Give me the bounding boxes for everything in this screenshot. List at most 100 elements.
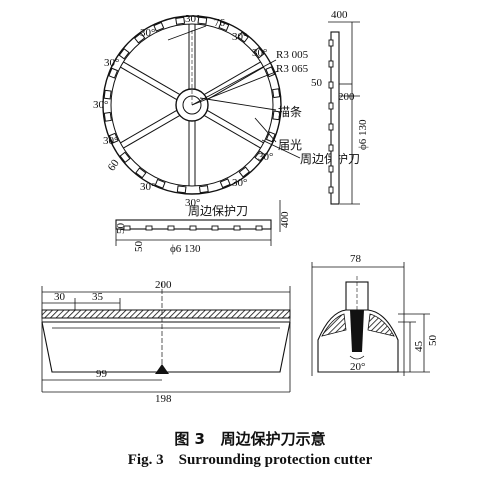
angle-label: 30°	[258, 151, 273, 163]
rim-cutter	[265, 66, 276, 78]
rim-cutter	[197, 16, 208, 25]
spoke-line	[204, 115, 261, 149]
flat-cutter-mark	[233, 225, 241, 231]
leader-miaotiao	[199, 97, 277, 111]
elev-dim-30: 30	[54, 291, 66, 303]
dim-60: 60	[106, 157, 122, 173]
rim-cutter	[265, 131, 276, 143]
strip-marks	[328, 39, 334, 194]
rim-cutter	[218, 21, 230, 32]
rim-cutter	[135, 167, 147, 179]
flat-marks	[123, 225, 263, 231]
flat-dim-50: 50	[115, 223, 127, 235]
dim-r3065: R3 065	[276, 63, 309, 75]
rim-cutter	[118, 48, 130, 60]
rim-cutter	[272, 110, 281, 121]
spoke-line	[123, 61, 180, 95]
flat-cutter-mark	[145, 225, 153, 231]
flat-cutter-mark	[211, 225, 219, 231]
outer-rim	[102, 15, 282, 195]
sec-core	[350, 310, 364, 352]
label-cutter: 周边保护刀	[300, 152, 360, 166]
angle-label: 30°	[232, 31, 247, 43]
angle-label: 30°	[232, 177, 247, 189]
caption-en-title: Surrounding protection cutter	[178, 452, 373, 468]
elev-anchor-triangle	[155, 364, 169, 374]
flat-cutter-mark	[123, 225, 131, 231]
strip-cutter-mark	[328, 165, 334, 173]
elevation-labels: 200 30 35 99 198	[54, 279, 172, 405]
spoke-line	[123, 115, 180, 149]
rim-cutter	[133, 32, 146, 44]
rim-cutter	[108, 132, 119, 144]
sec-dim-45: 45	[413, 341, 425, 353]
flat-cutter-mark	[255, 225, 263, 231]
top-view-wheel	[102, 15, 301, 195]
sec-arc-20	[349, 355, 365, 360]
strip-cutter-mark	[328, 39, 334, 47]
sec-cap-hatch-right	[367, 313, 395, 337]
rim-cutter	[237, 31, 249, 43]
spoke-line	[207, 109, 264, 144]
caption-cn-number: 图 3	[174, 430, 205, 448]
spoke-line	[207, 66, 264, 101]
elev-dim-200: 200	[155, 279, 172, 291]
radius-line-2	[191, 70, 279, 106]
sec-angle-20: 20°	[350, 361, 365, 373]
dim-76-line	[167, 25, 207, 41]
strip-cutter-mark	[328, 81, 334, 89]
label-jieguang: 届光	[278, 138, 302, 152]
rim-cutter	[219, 178, 231, 189]
sec-dim-78: 78	[350, 253, 362, 265]
strip-dim-400: 400	[331, 9, 348, 21]
side-strip-labels: 400 50 200 ϕ6 130	[311, 9, 369, 150]
rim-cutter	[175, 16, 186, 25]
angle-label: 30°	[140, 181, 155, 193]
flat-label-cutter: 周边保护刀	[188, 204, 248, 218]
angle-label: 30°	[185, 13, 200, 25]
hub-outer	[175, 88, 209, 122]
angle-label: 30°	[252, 47, 267, 59]
flat-dim-phi: ϕ6 130	[170, 243, 201, 255]
rim-cutter	[153, 21, 165, 32]
spokes	[120, 24, 264, 186]
flat-dim-400: 400	[279, 211, 291, 228]
flat-dim-50-b: 50	[133, 241, 145, 253]
strip-dim-50: 50	[311, 77, 323, 89]
strip-dim-phi: ϕ6 130	[357, 119, 369, 150]
rim-cutter	[253, 46, 265, 59]
rim-cutter	[154, 178, 166, 189]
rim-cutter	[238, 166, 251, 178]
elev-body-outline	[41, 321, 291, 373]
rim-cutter	[119, 151, 131, 164]
rim-cutter	[103, 111, 112, 122]
top-view-labels: 30° 30° 30° 30° 30° 30° 30° 30° 30° 30° …	[93, 13, 360, 209]
caption-en-number: Fig. 3	[127, 452, 164, 468]
leader-jieguang	[254, 117, 277, 143]
spoke-line	[120, 66, 177, 101]
rim-cutter	[198, 185, 209, 194]
strip-cutter-mark	[328, 123, 334, 131]
elev-hatch-top	[41, 309, 291, 319]
strip-cutter-mark	[328, 60, 334, 68]
inner-rim	[110, 23, 274, 187]
elevation-view	[41, 282, 291, 393]
strip-dim-200: 200	[338, 91, 355, 103]
caption-english: Fig. 3 Surrounding protection cutter	[0, 452, 500, 469]
flat-view-labels: 周边保护刀 50 50 400 ϕ6 130	[115, 204, 291, 255]
radius-line-1	[191, 59, 277, 106]
rim-cutter	[108, 67, 119, 79]
strip-cutter-mark	[328, 144, 334, 152]
flat-cutter-mark	[167, 225, 175, 231]
strip-cutter-mark	[328, 186, 334, 194]
angle-label: 30°	[103, 135, 118, 147]
dim-r3005: R3 005	[276, 49, 309, 61]
angle-label: 30°	[185, 197, 200, 209]
elev-dim-99: 99	[96, 368, 108, 380]
elev-dim-35: 35	[92, 291, 104, 303]
strip-body	[330, 31, 340, 205]
rim-cutter	[254, 150, 266, 162]
sec-dim-50: 50	[427, 335, 439, 347]
leader-cutter	[261, 139, 301, 159]
